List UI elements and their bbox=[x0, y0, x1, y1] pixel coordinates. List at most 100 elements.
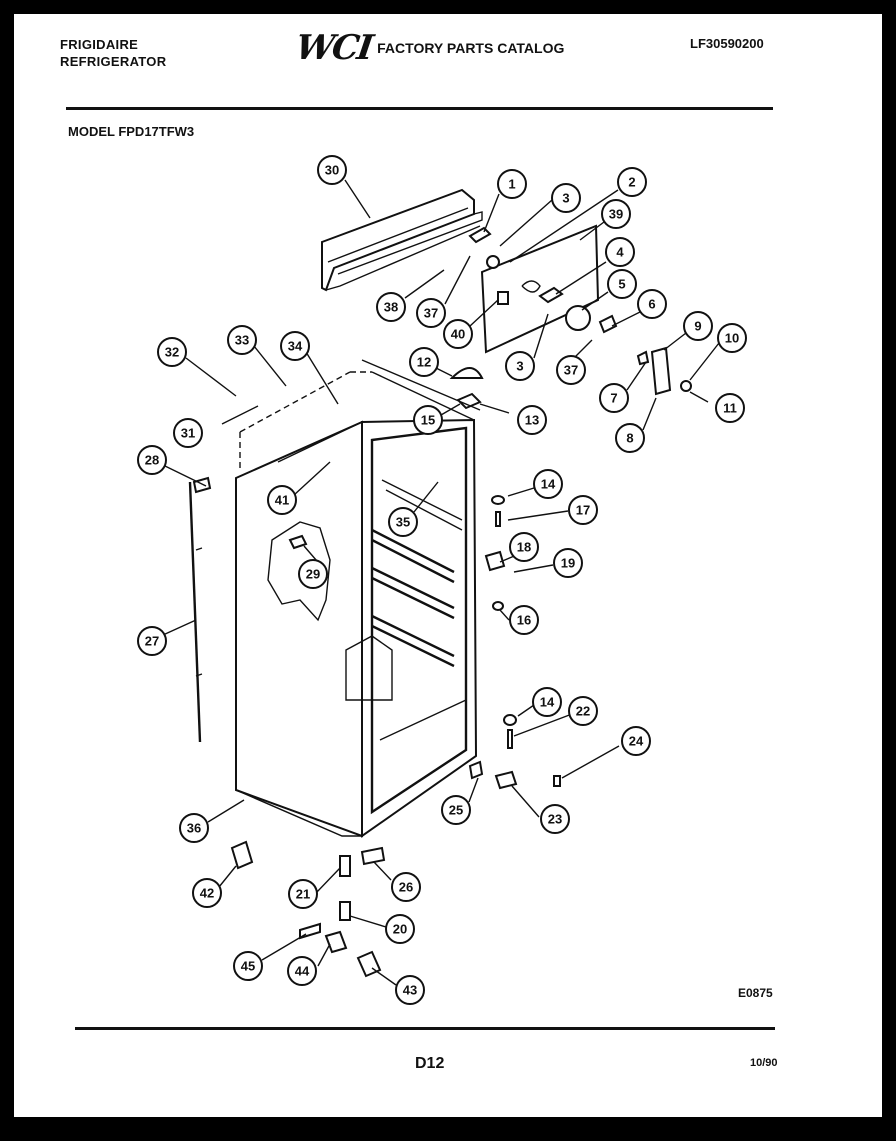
callout-22: 22 bbox=[568, 696, 598, 726]
svg-text:5: 5 bbox=[618, 277, 625, 292]
callout-33: 33 bbox=[227, 325, 257, 355]
callout-19: 19 bbox=[553, 548, 583, 578]
svg-text:4: 4 bbox=[616, 245, 624, 260]
header-rule bbox=[66, 107, 773, 110]
callout-14b: 14 bbox=[532, 687, 562, 717]
callout-23: 23 bbox=[540, 804, 570, 834]
callout-45: 45 bbox=[233, 951, 263, 981]
svg-text:37: 37 bbox=[564, 363, 578, 378]
callout-17: 17 bbox=[568, 495, 598, 525]
svg-text:1: 1 bbox=[508, 177, 515, 192]
svg-text:40: 40 bbox=[451, 327, 465, 342]
svg-text:29: 29 bbox=[306, 567, 320, 582]
callout-31: 31 bbox=[173, 418, 203, 448]
revision-date: 10/90 bbox=[750, 1057, 778, 1069]
callout-40: 40 bbox=[443, 319, 473, 349]
svg-text:13: 13 bbox=[525, 413, 539, 428]
svg-text:12: 12 bbox=[417, 355, 431, 370]
svg-text:23: 23 bbox=[548, 812, 562, 827]
callout-29: 29 bbox=[298, 559, 328, 589]
callout-21: 21 bbox=[288, 879, 318, 909]
catalog-heading: WCI FACTORY PARTS CATALOG bbox=[293, 28, 565, 68]
svg-text:28: 28 bbox=[145, 453, 159, 468]
svg-text:24: 24 bbox=[629, 734, 644, 749]
svg-text:2: 2 bbox=[628, 175, 635, 190]
svg-text:41: 41 bbox=[275, 493, 289, 508]
footer-rule bbox=[75, 1027, 775, 1030]
svg-text:20: 20 bbox=[393, 922, 407, 937]
callout-9: 9 bbox=[683, 311, 713, 341]
callout-1: 1 bbox=[497, 169, 527, 199]
callout-18: 18 bbox=[509, 532, 539, 562]
callout-11: 11 bbox=[715, 393, 745, 423]
door-stop-rod bbox=[188, 476, 212, 743]
callout-4: 4 bbox=[605, 237, 635, 267]
svg-text:9: 9 bbox=[694, 319, 701, 334]
callout-36: 36 bbox=[179, 813, 209, 843]
callout-6: 6 bbox=[637, 289, 667, 319]
svg-text:22: 22 bbox=[576, 704, 590, 719]
callout-7: 7 bbox=[599, 383, 629, 413]
callout-39: 39 bbox=[601, 199, 631, 229]
svg-text:7: 7 bbox=[610, 391, 617, 406]
svg-text:3: 3 bbox=[562, 191, 569, 206]
callout-38: 38 bbox=[376, 292, 406, 322]
svg-text:30: 30 bbox=[325, 163, 339, 178]
svg-text:33: 33 bbox=[235, 333, 249, 348]
drawing-code: E0875 bbox=[738, 986, 773, 1000]
svg-text:45: 45 bbox=[241, 959, 255, 974]
svg-text:14: 14 bbox=[540, 695, 555, 710]
callout-3: 3 bbox=[551, 183, 581, 213]
leader-lines bbox=[162, 179, 720, 986]
leveling-parts bbox=[230, 840, 386, 978]
svg-text:34: 34 bbox=[288, 339, 303, 354]
callout-41: 41 bbox=[267, 485, 297, 515]
svg-text:42: 42 bbox=[200, 886, 214, 901]
callout-37: 37 bbox=[416, 298, 446, 328]
svg-text:39: 39 bbox=[609, 207, 623, 222]
svg-text:15: 15 bbox=[421, 413, 435, 428]
callout-16: 16 bbox=[509, 605, 539, 635]
callout-27: 27 bbox=[137, 626, 167, 656]
callout-14: 14 bbox=[533, 469, 563, 499]
top-cover-panel bbox=[321, 188, 483, 292]
callout-12: 12 bbox=[409, 347, 439, 377]
callout-34: 34 bbox=[280, 331, 310, 361]
callout-8: 8 bbox=[615, 423, 645, 453]
product-type: REFRIGERATOR bbox=[60, 54, 167, 69]
svg-text:16: 16 bbox=[517, 613, 531, 628]
svg-text:3: 3 bbox=[516, 359, 523, 374]
page-number: D12 bbox=[415, 1055, 445, 1072]
svg-text:32: 32 bbox=[165, 345, 179, 360]
svg-text:35: 35 bbox=[396, 515, 410, 530]
brand-block: FRIGIDAIRE REFRIGERATOR bbox=[60, 36, 166, 70]
hinge-parts bbox=[468, 495, 561, 790]
svg-text:19: 19 bbox=[561, 556, 575, 571]
svg-text:25: 25 bbox=[449, 803, 463, 818]
catalog-title: FACTORY PARTS CATALOG bbox=[377, 40, 565, 56]
svg-text:27: 27 bbox=[145, 634, 159, 649]
svg-text:38: 38 bbox=[384, 300, 398, 315]
brand-name: FRIGIDAIRE bbox=[60, 37, 139, 52]
svg-text:6: 6 bbox=[648, 297, 655, 312]
callout-10: 10 bbox=[717, 323, 747, 353]
callout-42: 42 bbox=[192, 878, 222, 908]
svg-text:17: 17 bbox=[576, 503, 590, 518]
evaporator-cutout bbox=[267, 521, 331, 622]
callout-44: 44 bbox=[287, 956, 317, 986]
svg-text:31: 31 bbox=[181, 426, 195, 441]
callout-25: 25 bbox=[441, 795, 471, 825]
svg-text:8: 8 bbox=[626, 431, 633, 446]
callout-30: 30 bbox=[317, 155, 347, 185]
svg-text:36: 36 bbox=[187, 821, 201, 836]
callout-28: 28 bbox=[137, 445, 167, 475]
thermostat-parts bbox=[449, 226, 692, 410]
callout-5: 5 bbox=[607, 269, 637, 299]
svg-text:43: 43 bbox=[403, 983, 417, 998]
callout-15: 15 bbox=[413, 405, 443, 435]
svg-text:37: 37 bbox=[424, 306, 438, 321]
callout-26: 26 bbox=[391, 872, 421, 902]
svg-text:21: 21 bbox=[296, 887, 310, 902]
callout-2: 2 bbox=[617, 167, 647, 197]
